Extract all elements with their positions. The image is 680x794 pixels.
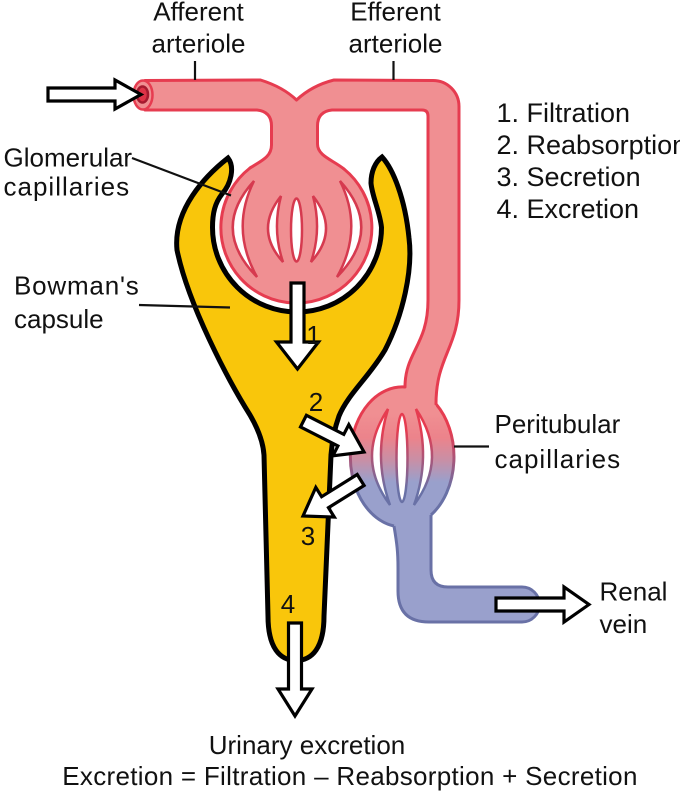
bowmans-capsule-shape: [174, 153, 413, 664]
urinary-excretion-label: Urinary excretion: [209, 730, 406, 760]
glomerular-slit-inner-left: [266, 195, 285, 263]
secretion-arrow: [300, 472, 367, 519]
renal-vein-arrow: [494, 583, 592, 626]
bowmans-leader: [138, 303, 231, 309]
efferent-arteriole-label-line1: Efferent: [350, 0, 441, 27]
arteriole-outline-inner: [316, 108, 430, 389]
arteriole-outline-top: [143, 78, 461, 406]
process-list-item-2: 2. Reabsorption: [497, 130, 680, 160]
bowmans-capsule-label-line2: capsule: [14, 304, 104, 334]
renal-vein-tube-fill: [390, 500, 540, 622]
renal-vein-tube-outline: [392, 515, 541, 624]
process-list-item-4: 4. Excretion: [497, 194, 640, 224]
arteriole-outlines: [143, 78, 461, 406]
process-list-item-1: 1. Filtration: [497, 98, 631, 128]
glomerular-slit-outer-left: [231, 180, 259, 278]
labels: Afferent arteriole Efferent arteriole 1.…: [4, 0, 680, 791]
peritubular-capillaries-label-line1: Peritubular: [495, 409, 621, 439]
arteriole-band-fill: [143, 80, 459, 415]
excretion-arrow: [275, 621, 315, 720]
peritubular-slit-right: [412, 408, 434, 506]
bowmans-capsule-label-line1: Bowman's: [14, 271, 140, 301]
peritubular-slit-left: [370, 408, 392, 506]
renal-vein-label-line2: vein: [600, 609, 648, 639]
afferent-arteriole-label-line2: arteriole: [152, 29, 246, 59]
glomerular-capillaries-label-line1: Glomerular: [4, 143, 133, 173]
flow-arrows: [46, 77, 592, 720]
filtration-arrow: [273, 281, 322, 372]
glomerular-slit-center: [289, 197, 304, 263]
renal-vein-label-line1: Renal: [600, 577, 668, 607]
step-markers: 1 2 3 4: [281, 320, 323, 619]
step-marker-2: 2: [309, 387, 323, 417]
glomerular-leader: [131, 156, 232, 197]
efferent-arteriole-label-line2: arteriole: [349, 29, 443, 59]
leader-lines: [131, 61, 489, 448]
reabsorption-arrow: [298, 413, 367, 458]
arteriole-notch: [259, 78, 336, 100]
glomerular-slits: [231, 180, 363, 278]
step-marker-3: 3: [301, 521, 315, 551]
process-list-item-3: 3. Secretion: [497, 162, 641, 192]
peritubular-slits: [370, 408, 434, 506]
step-marker-1: 1: [306, 320, 320, 350]
arteriole-outline-bottom-left: [143, 108, 273, 170]
glomerular-slit-inner-right: [309, 195, 328, 263]
afferent-arteriole-label-line1: Afferent: [153, 0, 244, 27]
equation-label: Excretion = Filtration – Reabsorption + …: [62, 761, 637, 791]
step-marker-4: 4: [281, 589, 295, 619]
peritubular-ball-outline-right: [429, 403, 456, 517]
blood-inflow-arrow: [46, 77, 145, 112]
peritubular-slit-center: [395, 412, 409, 504]
glomerular-capillaries-label-line2: capillaries: [4, 172, 131, 202]
peritubular-capillaries-label-line2: capillaries: [495, 444, 622, 474]
glomerular-slit-outer-right: [335, 180, 363, 278]
